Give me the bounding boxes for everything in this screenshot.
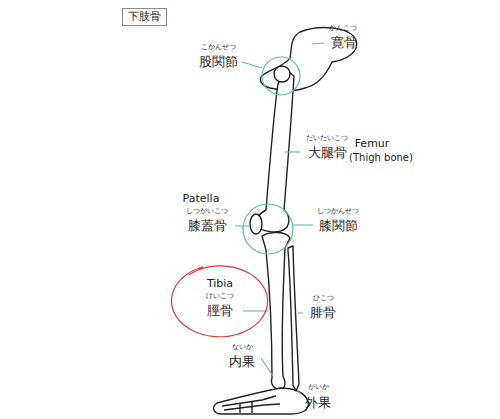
english-name: (Thigh bone) bbox=[349, 152, 413, 163]
foot-bones bbox=[222, 396, 280, 413]
furigana: けいこつ bbox=[206, 293, 234, 301]
part-name: 股関節 bbox=[199, 55, 238, 69]
english-name: Patella bbox=[183, 193, 220, 205]
joint-circle bbox=[262, 57, 300, 95]
hip-bone bbox=[260, 28, 356, 91]
furigana: だいたいこつ bbox=[306, 135, 348, 143]
part-name: 膝関節 bbox=[319, 219, 358, 233]
leader-line bbox=[261, 358, 273, 376]
leader-line bbox=[243, 310, 268, 311]
femur-bone bbox=[256, 68, 294, 232]
leader-line bbox=[293, 224, 313, 225]
furigana: ないか bbox=[232, 344, 253, 352]
furigana: ひこつ bbox=[313, 295, 334, 303]
leader-line bbox=[285, 151, 300, 152]
patella-bone bbox=[250, 214, 262, 234]
furigana: しつかんせつ bbox=[317, 208, 359, 216]
leader-line bbox=[298, 312, 303, 313]
english-name: Femur bbox=[355, 138, 390, 150]
part-name: 腓骨 bbox=[310, 306, 336, 320]
part-name: 寛骨 bbox=[331, 36, 357, 50]
joint-circle bbox=[243, 204, 293, 254]
furigana: かんこつ bbox=[329, 25, 357, 33]
part-name: 膝蓋骨 bbox=[188, 219, 227, 233]
english-name: Tibia bbox=[207, 278, 233, 290]
furigana: こかんせつ bbox=[201, 44, 236, 52]
femoral-head bbox=[274, 66, 290, 82]
furigana: がいか bbox=[308, 384, 329, 392]
title-box: 下肢骨 bbox=[122, 8, 167, 26]
leader-line bbox=[235, 225, 249, 226]
foot-bones bbox=[214, 388, 309, 414]
part-name: 大腿骨 bbox=[308, 146, 347, 160]
fibula-bone bbox=[288, 246, 299, 391]
part-name: 脛骨 bbox=[207, 304, 233, 318]
leader-line bbox=[242, 62, 262, 68]
part-name: 内果 bbox=[229, 355, 255, 369]
leader-line bbox=[297, 391, 301, 394]
part-name: 外果 bbox=[305, 396, 331, 410]
furigana: しつがいこつ bbox=[186, 208, 228, 216]
leader-line bbox=[312, 43, 324, 44]
circle-outline bbox=[172, 265, 268, 337]
diagram-title: 下肢骨 bbox=[128, 10, 161, 23]
circle-outline bbox=[171, 266, 267, 337]
circled-label: Tibia けいこつ脛骨 bbox=[172, 265, 268, 337]
